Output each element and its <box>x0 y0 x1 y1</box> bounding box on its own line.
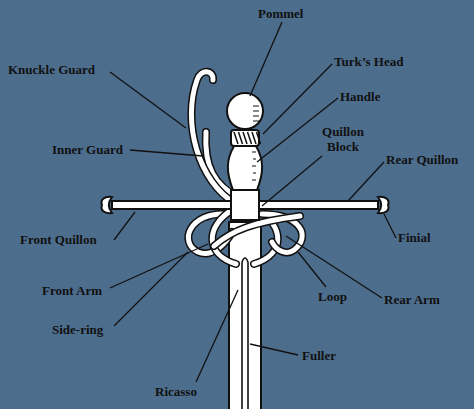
turks-head-weave <box>252 132 256 144</box>
part-label: Inner Guard <box>52 142 123 157</box>
turks-head-weave <box>239 132 243 144</box>
turks-head <box>231 130 259 146</box>
leader-line <box>298 252 326 287</box>
part-label: Quillon Block <box>316 124 370 154</box>
leader-line <box>110 72 186 128</box>
leader-line <box>250 344 298 355</box>
handle-shading <box>252 180 256 181</box>
leader-line <box>384 214 396 238</box>
leader-line <box>348 162 384 201</box>
turks-head-weave <box>234 132 238 144</box>
part-label: Handle <box>340 89 380 104</box>
part-label: Knuckle Guard <box>8 62 95 77</box>
turks-head-weave <box>257 132 261 144</box>
part-label: Front Arm <box>42 283 102 298</box>
pommel <box>227 93 263 129</box>
rear-finial <box>378 197 389 213</box>
leader-line <box>114 212 135 240</box>
part-label: Rear Quillon <box>386 152 458 167</box>
part-label: Fuller <box>302 348 336 363</box>
turks-head-weave <box>243 132 247 144</box>
handle <box>228 146 262 190</box>
pommel-shading <box>253 106 259 107</box>
blade <box>229 222 261 409</box>
part-label: Turk’s Head <box>334 54 403 69</box>
leader-line <box>263 64 332 134</box>
handle-shading <box>252 152 256 153</box>
part-label: Side-ring <box>52 322 103 337</box>
pommel-shading <box>253 111 259 112</box>
leader-line <box>130 150 203 156</box>
handle-shading <box>253 173 256 174</box>
part-label: Rear Arm <box>384 292 440 307</box>
knuckle-guard-outline <box>191 72 236 204</box>
handle-shading <box>253 159 256 160</box>
leader-line <box>250 22 282 96</box>
leader-line <box>262 156 322 206</box>
knuckle-guard <box>191 72 236 204</box>
pommel-shading <box>253 116 259 117</box>
part-label: Finial <box>398 230 431 245</box>
part-label: Ricasso <box>155 384 197 399</box>
fuller-groove <box>242 258 248 409</box>
handle-shading <box>252 166 256 167</box>
quillon-block <box>231 190 259 220</box>
leader-line <box>114 252 188 326</box>
leader-line <box>196 290 238 382</box>
part-label: Loop <box>318 289 347 304</box>
leader-line <box>286 236 382 298</box>
front-finial <box>101 197 112 213</box>
turks-head-weave <box>248 132 252 144</box>
part-label: Front Quillon <box>20 232 97 247</box>
part-label: Pommel <box>258 6 303 21</box>
pommel-shading <box>253 121 259 122</box>
